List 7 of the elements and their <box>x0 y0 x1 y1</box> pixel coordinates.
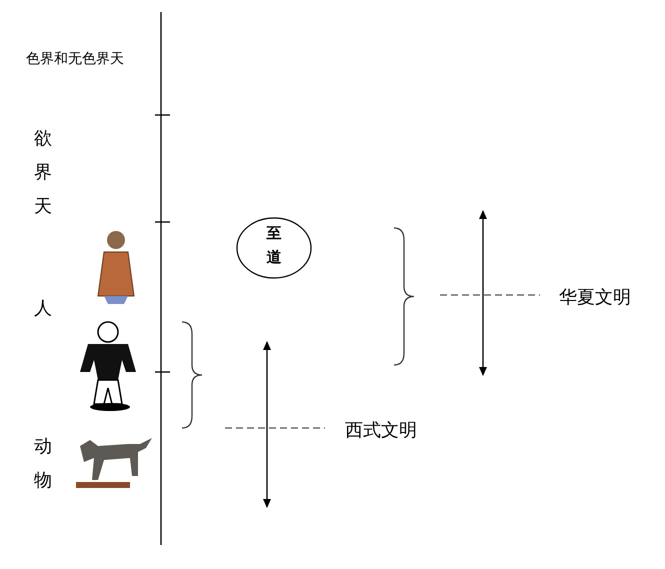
level-label: 动物 <box>34 435 53 493</box>
level-label: 华夏文明 <box>559 286 631 309</box>
level-label: 人 <box>34 297 52 320</box>
level-label: 欲界天 <box>34 127 53 219</box>
node-label: 至道 <box>266 223 282 268</box>
level-label: 西式文明 <box>345 419 417 442</box>
level-label: 色界和无色界天 <box>26 50 124 68</box>
